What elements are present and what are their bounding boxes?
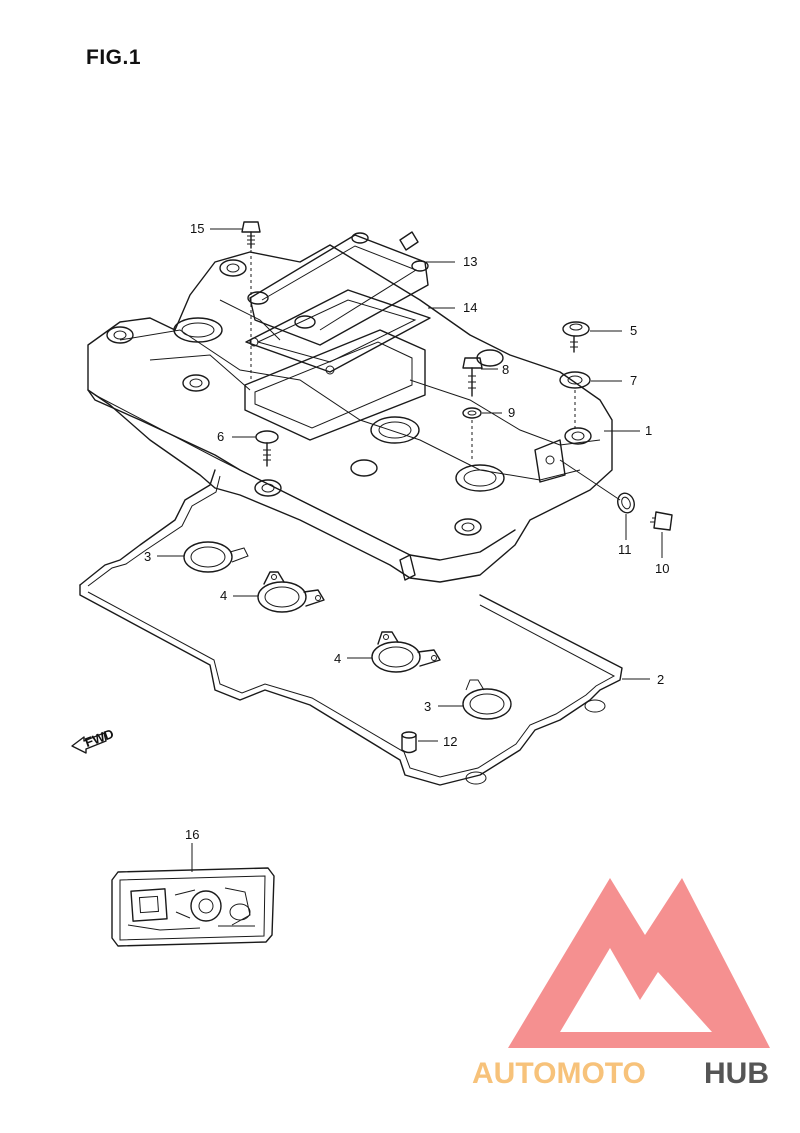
- bolt-8: [462, 357, 483, 397]
- callout-7: 7: [630, 373, 637, 388]
- callout-4-top: 4: [220, 588, 227, 603]
- plug-hole-gasket-4b: [371, 631, 441, 673]
- callout-5: 5: [630, 323, 637, 338]
- callout-3-top: 3: [144, 549, 151, 564]
- callout-12: 12: [443, 734, 457, 749]
- washer-11: [559, 459, 635, 514]
- plug-hole-gasket-3b: [462, 679, 512, 720]
- bolt-6: [255, 430, 279, 467]
- plug-hole-gasket-3a: [183, 541, 249, 573]
- callout-1: 1: [645, 423, 652, 438]
- callout-14: 14: [463, 300, 477, 315]
- forward-direction-arrow: FWD: [71, 726, 116, 754]
- callout-16: 16: [185, 827, 199, 842]
- cylinder-head-cover: [87, 244, 613, 583]
- callout-15: 15: [190, 221, 204, 236]
- callout-11: 11: [618, 542, 632, 557]
- washer-9: [462, 407, 482, 460]
- plug-hole-gasket-4a: [257, 571, 325, 613]
- callout-10: 10: [655, 561, 669, 576]
- callout-13: 13: [463, 254, 477, 269]
- callout-2: 2: [657, 672, 664, 687]
- figure-title: FIG.1: [86, 46, 142, 69]
- grommet-7: [559, 371, 591, 428]
- watermark-text-hub: HUB: [704, 1057, 769, 1090]
- dowel-pin-12: [401, 731, 417, 754]
- head-cover-gasket: [79, 469, 623, 786]
- callout-9: 9: [508, 405, 515, 420]
- watermark-text-automoto: AUTOMOTO: [472, 1057, 646, 1090]
- breather-cover-gasket: [245, 289, 431, 375]
- callout-6: 6: [217, 429, 224, 444]
- callout-labels: 15 13 14 5 7 8 9 1 6 11 10 3 4 4 2 3 12 …: [144, 221, 669, 842]
- automotohub-watermark-logo: AUTOMOTO HUB: [472, 878, 770, 1090]
- gasket-set-pack: [111, 867, 275, 947]
- leader-lines: [157, 228, 663, 872]
- callout-3-bottom: 3: [424, 699, 431, 714]
- bolt-5: [562, 321, 590, 353]
- breather-cover: [247, 231, 429, 346]
- callout-4-bottom: 4: [334, 651, 341, 666]
- fwd-label: FWD: [83, 726, 116, 750]
- callout-8: 8: [502, 362, 509, 377]
- plug-10: [650, 511, 673, 531]
